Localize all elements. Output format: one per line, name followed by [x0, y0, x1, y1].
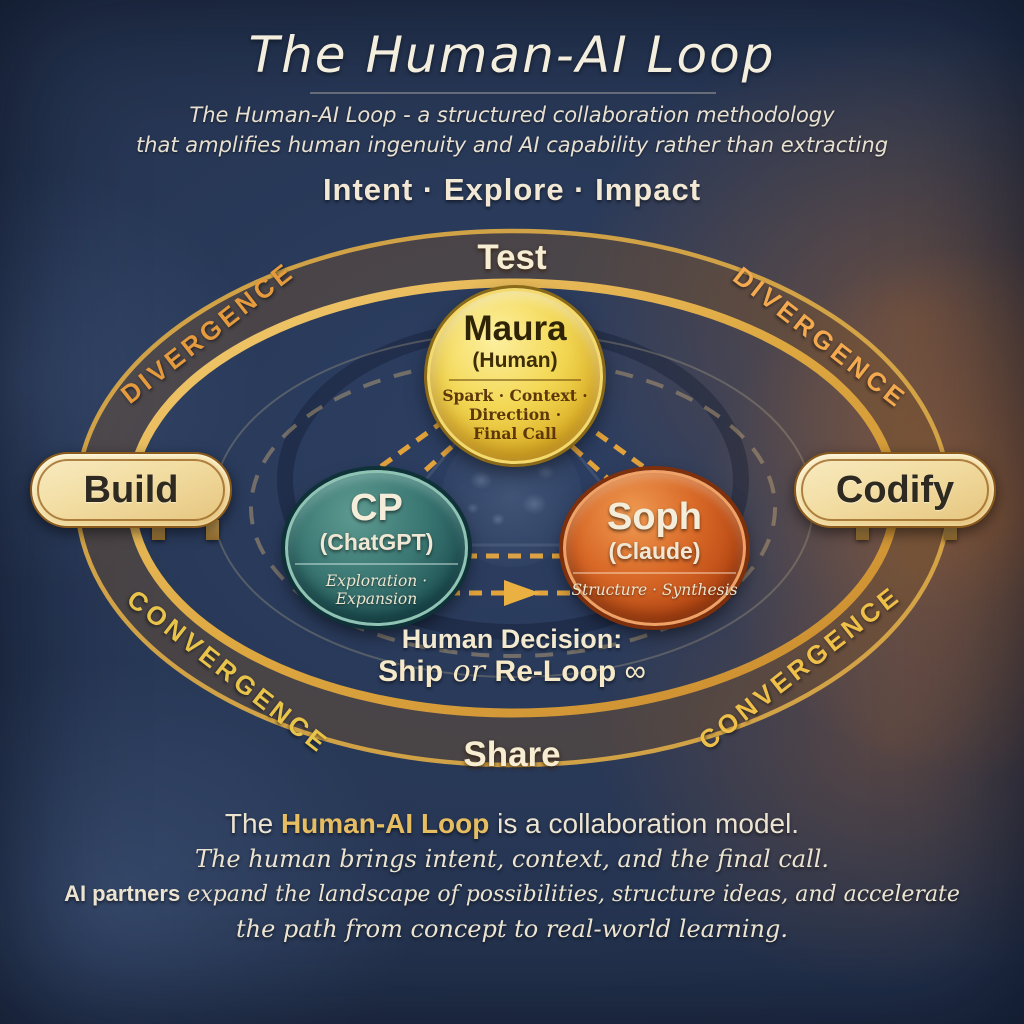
- human-node-role: (Human): [472, 348, 558, 372]
- loop-stage-share: Share: [463, 735, 561, 774]
- footer-line1-post: is a collaboration model.: [489, 808, 800, 839]
- footer-summary: The Human-AI Loop is a collaboration mod…: [0, 806, 1024, 946]
- subtitle-line-1: The Human-AI Loop - a structured collabo…: [189, 103, 835, 127]
- infinity-icon: ∞: [616, 655, 646, 688]
- decision-reloop: Re-Loop: [494, 655, 617, 688]
- human-node-name: Maura: [463, 308, 567, 348]
- subtitle-line-2: that amplifies human ingenuity and AI ca…: [135, 133, 889, 157]
- node-human-maura: Maura (Human) Spark · Context · Directio…: [427, 288, 603, 464]
- footer-line3-rest: expand the landscape of possibilities, s…: [180, 882, 960, 907]
- footer-line-1: The Human-AI Loop is a collaboration mod…: [0, 806, 1024, 842]
- claude-node-role: (Claude): [608, 538, 701, 565]
- page-title: The Human-AI Loop: [248, 26, 776, 84]
- subtitle: The Human-AI Loop - a structured collabo…: [0, 100, 1024, 160]
- footer-line1-highlight: Human-AI Loop: [280, 808, 490, 839]
- claude-node-name: Soph: [607, 496, 702, 539]
- human-node-trait-2: Direction ·: [468, 404, 562, 424]
- chatgpt-node-role: (ChatGPT): [319, 529, 434, 556]
- dashed-inner-ring: [249, 358, 777, 658]
- chatgpt-node-divider: [295, 563, 458, 565]
- loop-stage-test: Test: [477, 238, 547, 277]
- decision-line: Ship or Re-Loop ∞: [0, 654, 1024, 689]
- chatgpt-node-name: CP: [350, 487, 403, 530]
- node-ai-chatgpt: CP (ChatGPT) Exploration · Expansion: [285, 470, 468, 626]
- footer-line-3: AI partners expand the landscape of poss…: [0, 877, 1024, 912]
- chatgpt-node-traits: Exploration · Expansion: [325, 571, 428, 608]
- decision-ship: Ship: [378, 655, 444, 688]
- build-sign-leg-right: [206, 520, 219, 540]
- footer-line3-strong: AI partners: [64, 881, 181, 906]
- claude-node-traits: Structure · Synthesis: [571, 580, 738, 599]
- title-underline: [310, 92, 716, 94]
- footer-line1-pre: The: [224, 808, 281, 839]
- node-ai-claude: Soph (Claude) Structure · Synthesis: [563, 470, 746, 626]
- footer-line-2: The human brings intent, context, and th…: [194, 845, 830, 873]
- human-node-divider: [448, 378, 582, 381]
- decision-or: or: [443, 654, 495, 689]
- build-pill: Build: [30, 452, 232, 528]
- footer-line-4: the path from concept to real-world lear…: [235, 915, 789, 943]
- human-node-trait-1: Spark · Context ·: [442, 385, 588, 405]
- dashed-connectors: [370, 417, 654, 596]
- decision-label: Human Decision:: [401, 624, 623, 654]
- arrow-icon: [504, 580, 540, 606]
- codify-pill: Codify: [794, 452, 996, 528]
- human-node-trait-3: Final Call: [473, 423, 557, 443]
- tagline: Intent · Explore · Impact: [322, 172, 702, 207]
- codify-pill-label: Codify: [835, 468, 955, 511]
- build-pill-label: Build: [83, 468, 179, 511]
- claude-node-divider: [573, 572, 736, 574]
